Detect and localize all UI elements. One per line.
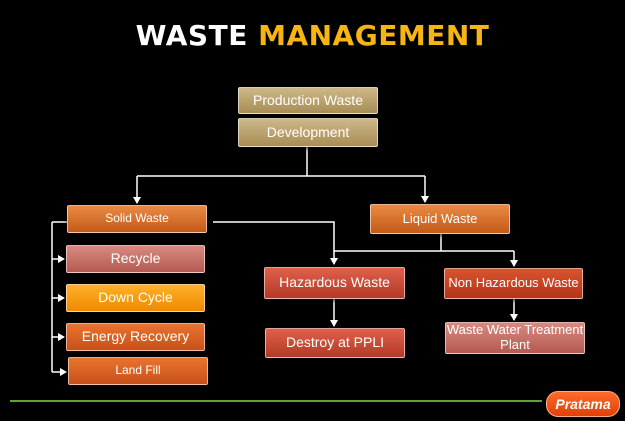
node-land-fill-label: Land Fill (115, 363, 161, 378)
node-development-label: Development (266, 123, 350, 140)
node-production-waste-label: Production Waste (253, 91, 363, 108)
node-energy-recovery-label: Energy Recovery (81, 328, 190, 345)
node-production-waste: Production Waste (238, 87, 378, 114)
node-liquid-waste: Liquid Waste (370, 204, 510, 234)
node-down-cycle: Down Cycle (66, 284, 205, 312)
node-recycle-label: Recycle (110, 250, 161, 267)
node-waste-water-treatment-plant: Waste Water Treatment Plant (445, 322, 585, 354)
node-down-cycle-label: Down Cycle (98, 289, 173, 306)
node-energy-recovery: Energy Recovery (66, 323, 205, 351)
node-recycle: Recycle (66, 245, 205, 273)
node-wwtp-label: Waste Water Treatment Plant (446, 322, 584, 352)
node-land-fill: Land Fill (68, 357, 208, 385)
node-destroy-at-ppli-label: Destroy at PPLI (285, 334, 385, 351)
node-development: Development (238, 118, 378, 147)
node-hazardous-waste: Hazardous Waste (264, 267, 405, 299)
page-title: WASTE MANAGEMENT (0, 16, 625, 56)
pratama-logo-text: Pratama (555, 396, 611, 412)
title-part-management: MANAGEMENT (258, 19, 490, 52)
node-solid-waste-label: Solid Waste (105, 211, 169, 226)
node-non-hazardous-waste: Non Hazardous Waste (444, 268, 583, 299)
pratama-logo: Pratama (546, 391, 620, 417)
node-solid-waste: Solid Waste (67, 205, 207, 233)
footer-divider (10, 400, 542, 402)
edge-solid-to-hazardous (213, 221, 338, 265)
node-liquid-waste-label: Liquid Waste (402, 210, 478, 226)
node-non-hazardous-waste-label: Non Hazardous Waste (448, 275, 579, 291)
title-part-waste: WASTE (135, 19, 248, 52)
node-hazardous-waste-label: Hazardous Waste (279, 274, 390, 291)
node-destroy-at-ppli: Destroy at PPLI (265, 328, 405, 358)
